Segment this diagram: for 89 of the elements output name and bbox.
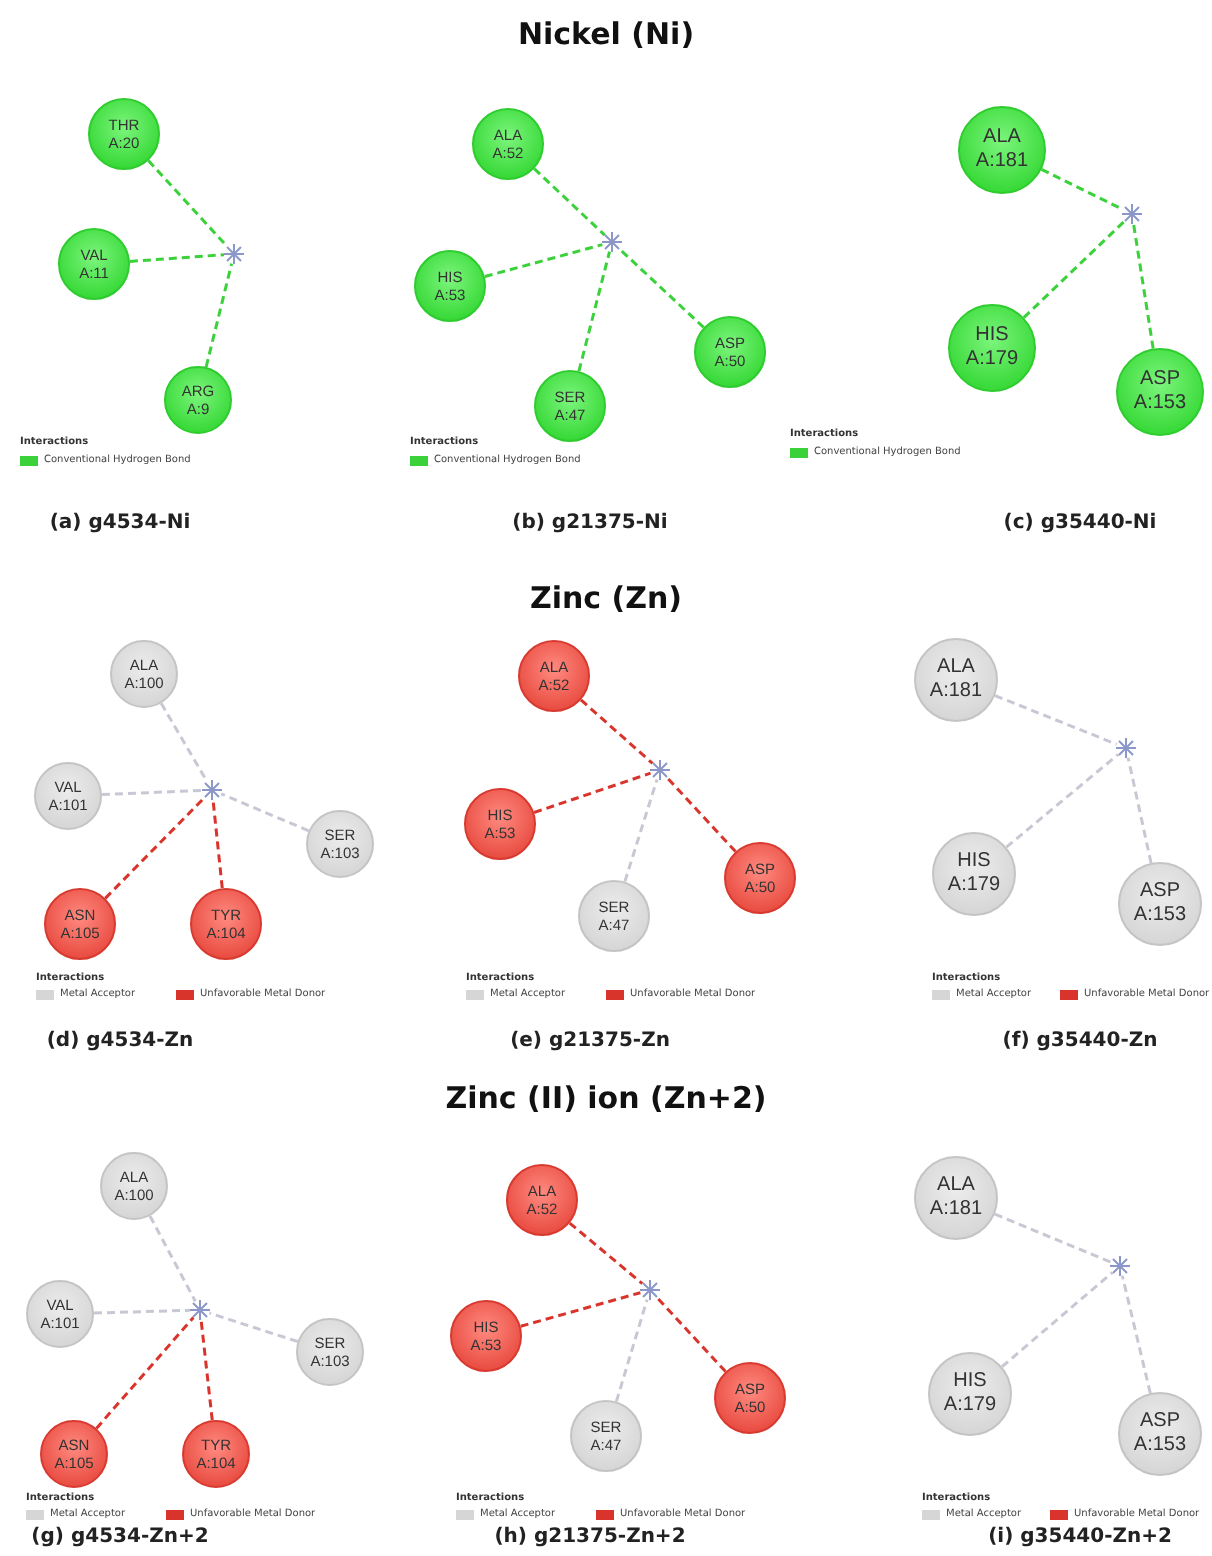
section-title: Zinc (Zn) bbox=[529, 580, 683, 616]
residue-circle bbox=[40, 1420, 108, 1488]
residue-circle bbox=[578, 880, 650, 952]
residue-circle bbox=[914, 638, 998, 722]
residue-label: ALA A:181 bbox=[927, 656, 985, 704]
dashed-line bbox=[994, 694, 1118, 746]
panel-caption: (c) g35440-Ni bbox=[1003, 512, 1157, 534]
residue-circle bbox=[570, 1400, 642, 1472]
dashed-line bbox=[104, 796, 207, 900]
residue-circle bbox=[100, 1152, 168, 1220]
dashed-line bbox=[199, 1319, 214, 1421]
residue-circle bbox=[190, 888, 262, 960]
dashed-line bbox=[220, 792, 310, 833]
dashed-line bbox=[211, 799, 224, 889]
dashed-line bbox=[1126, 757, 1153, 864]
dashed-line bbox=[484, 243, 603, 278]
dashed-line bbox=[623, 779, 659, 883]
dashed-line bbox=[579, 698, 654, 765]
residue-circle bbox=[958, 106, 1046, 194]
dashed-line bbox=[1000, 1271, 1114, 1368]
residue-circle bbox=[164, 366, 232, 434]
section-title: Zinc (II) ion (Zn+2) bbox=[445, 1080, 767, 1116]
panel-caption: (a) g4534-Ni bbox=[49, 512, 191, 534]
residue-circle bbox=[714, 1362, 786, 1434]
panel-caption: (d) g4534-Zn bbox=[46, 1030, 194, 1052]
dashed-line bbox=[159, 702, 209, 783]
residue-circle bbox=[296, 1318, 364, 1386]
section-title: Nickel (Ni) bbox=[517, 16, 695, 52]
residue-circle bbox=[694, 316, 766, 388]
residue-circle bbox=[534, 370, 606, 442]
residue-circle bbox=[34, 762, 102, 830]
dashed-line bbox=[1022, 219, 1126, 319]
residue-circle bbox=[450, 1300, 522, 1372]
dashed-line bbox=[1005, 753, 1120, 849]
residue-circle bbox=[44, 888, 116, 960]
residue-circle bbox=[306, 810, 374, 878]
residue-label: ASP A:153 bbox=[1131, 880, 1189, 928]
panel-caption: (b) g21375-Ni bbox=[512, 512, 668, 534]
residue-circle bbox=[26, 1280, 94, 1348]
dashed-line bbox=[614, 1299, 649, 1402]
panel-caption: (i) g35440-Zn+2 bbox=[988, 1526, 1172, 1548]
residue-circle bbox=[464, 788, 536, 860]
panel-caption: (g) g4534-Zn+2 bbox=[31, 1526, 209, 1548]
dashed-line bbox=[533, 167, 606, 237]
residue-circle bbox=[1118, 862, 1202, 946]
residue-circle bbox=[110, 640, 178, 708]
panel-caption: (e) g21375-Zn bbox=[510, 1030, 670, 1052]
residue-label: ALA A:181 bbox=[927, 1174, 985, 1222]
residue-circle bbox=[1116, 348, 1204, 436]
panel-caption: (f) g35440-Zn bbox=[1002, 1030, 1158, 1052]
residue-label: ALA A:181 bbox=[973, 126, 1031, 174]
dashed-line bbox=[129, 253, 225, 263]
dashed-line bbox=[147, 159, 229, 248]
residue-circle bbox=[58, 228, 130, 300]
residue-circle bbox=[948, 304, 1036, 392]
dashed-line bbox=[204, 263, 234, 368]
residue-circle bbox=[928, 1352, 1012, 1436]
residue-label: HIS A:179 bbox=[941, 1370, 999, 1418]
residue-label: HIS A:179 bbox=[945, 850, 1003, 898]
residue-circle bbox=[932, 832, 1016, 916]
residue-circle bbox=[914, 1156, 998, 1240]
dashed-line bbox=[577, 251, 611, 372]
dashed-line bbox=[533, 771, 651, 814]
panel-caption: (h) g21375-Zn+2 bbox=[494, 1526, 686, 1548]
residue-circle bbox=[518, 640, 590, 712]
residue-circle bbox=[414, 250, 486, 322]
residue-label: ASP A:153 bbox=[1131, 1410, 1189, 1458]
dashed-line bbox=[1120, 1275, 1152, 1394]
residue-circle bbox=[724, 842, 796, 914]
dashed-line bbox=[93, 1308, 191, 1315]
dashed-line bbox=[1040, 168, 1124, 211]
dashed-line bbox=[994, 1212, 1112, 1264]
dashed-line bbox=[101, 788, 203, 797]
residue-circle bbox=[472, 108, 544, 180]
dashed-line bbox=[655, 1296, 727, 1373]
dashed-line bbox=[1132, 223, 1155, 349]
dashed-line bbox=[148, 1215, 197, 1302]
dashed-line bbox=[665, 776, 737, 853]
residue-circle bbox=[1118, 1392, 1202, 1476]
dashed-line bbox=[568, 1221, 644, 1285]
dashed-line bbox=[618, 247, 705, 329]
dashed-line bbox=[209, 1311, 299, 1343]
residue-label: ASP A:153 bbox=[1131, 368, 1189, 416]
residue-label: HIS A:179 bbox=[963, 324, 1021, 372]
dashed-line bbox=[520, 1291, 641, 1328]
residue-circle bbox=[506, 1164, 578, 1236]
residue-circle bbox=[182, 1420, 250, 1488]
dashed-line bbox=[95, 1316, 195, 1430]
residue-circle bbox=[88, 98, 160, 170]
